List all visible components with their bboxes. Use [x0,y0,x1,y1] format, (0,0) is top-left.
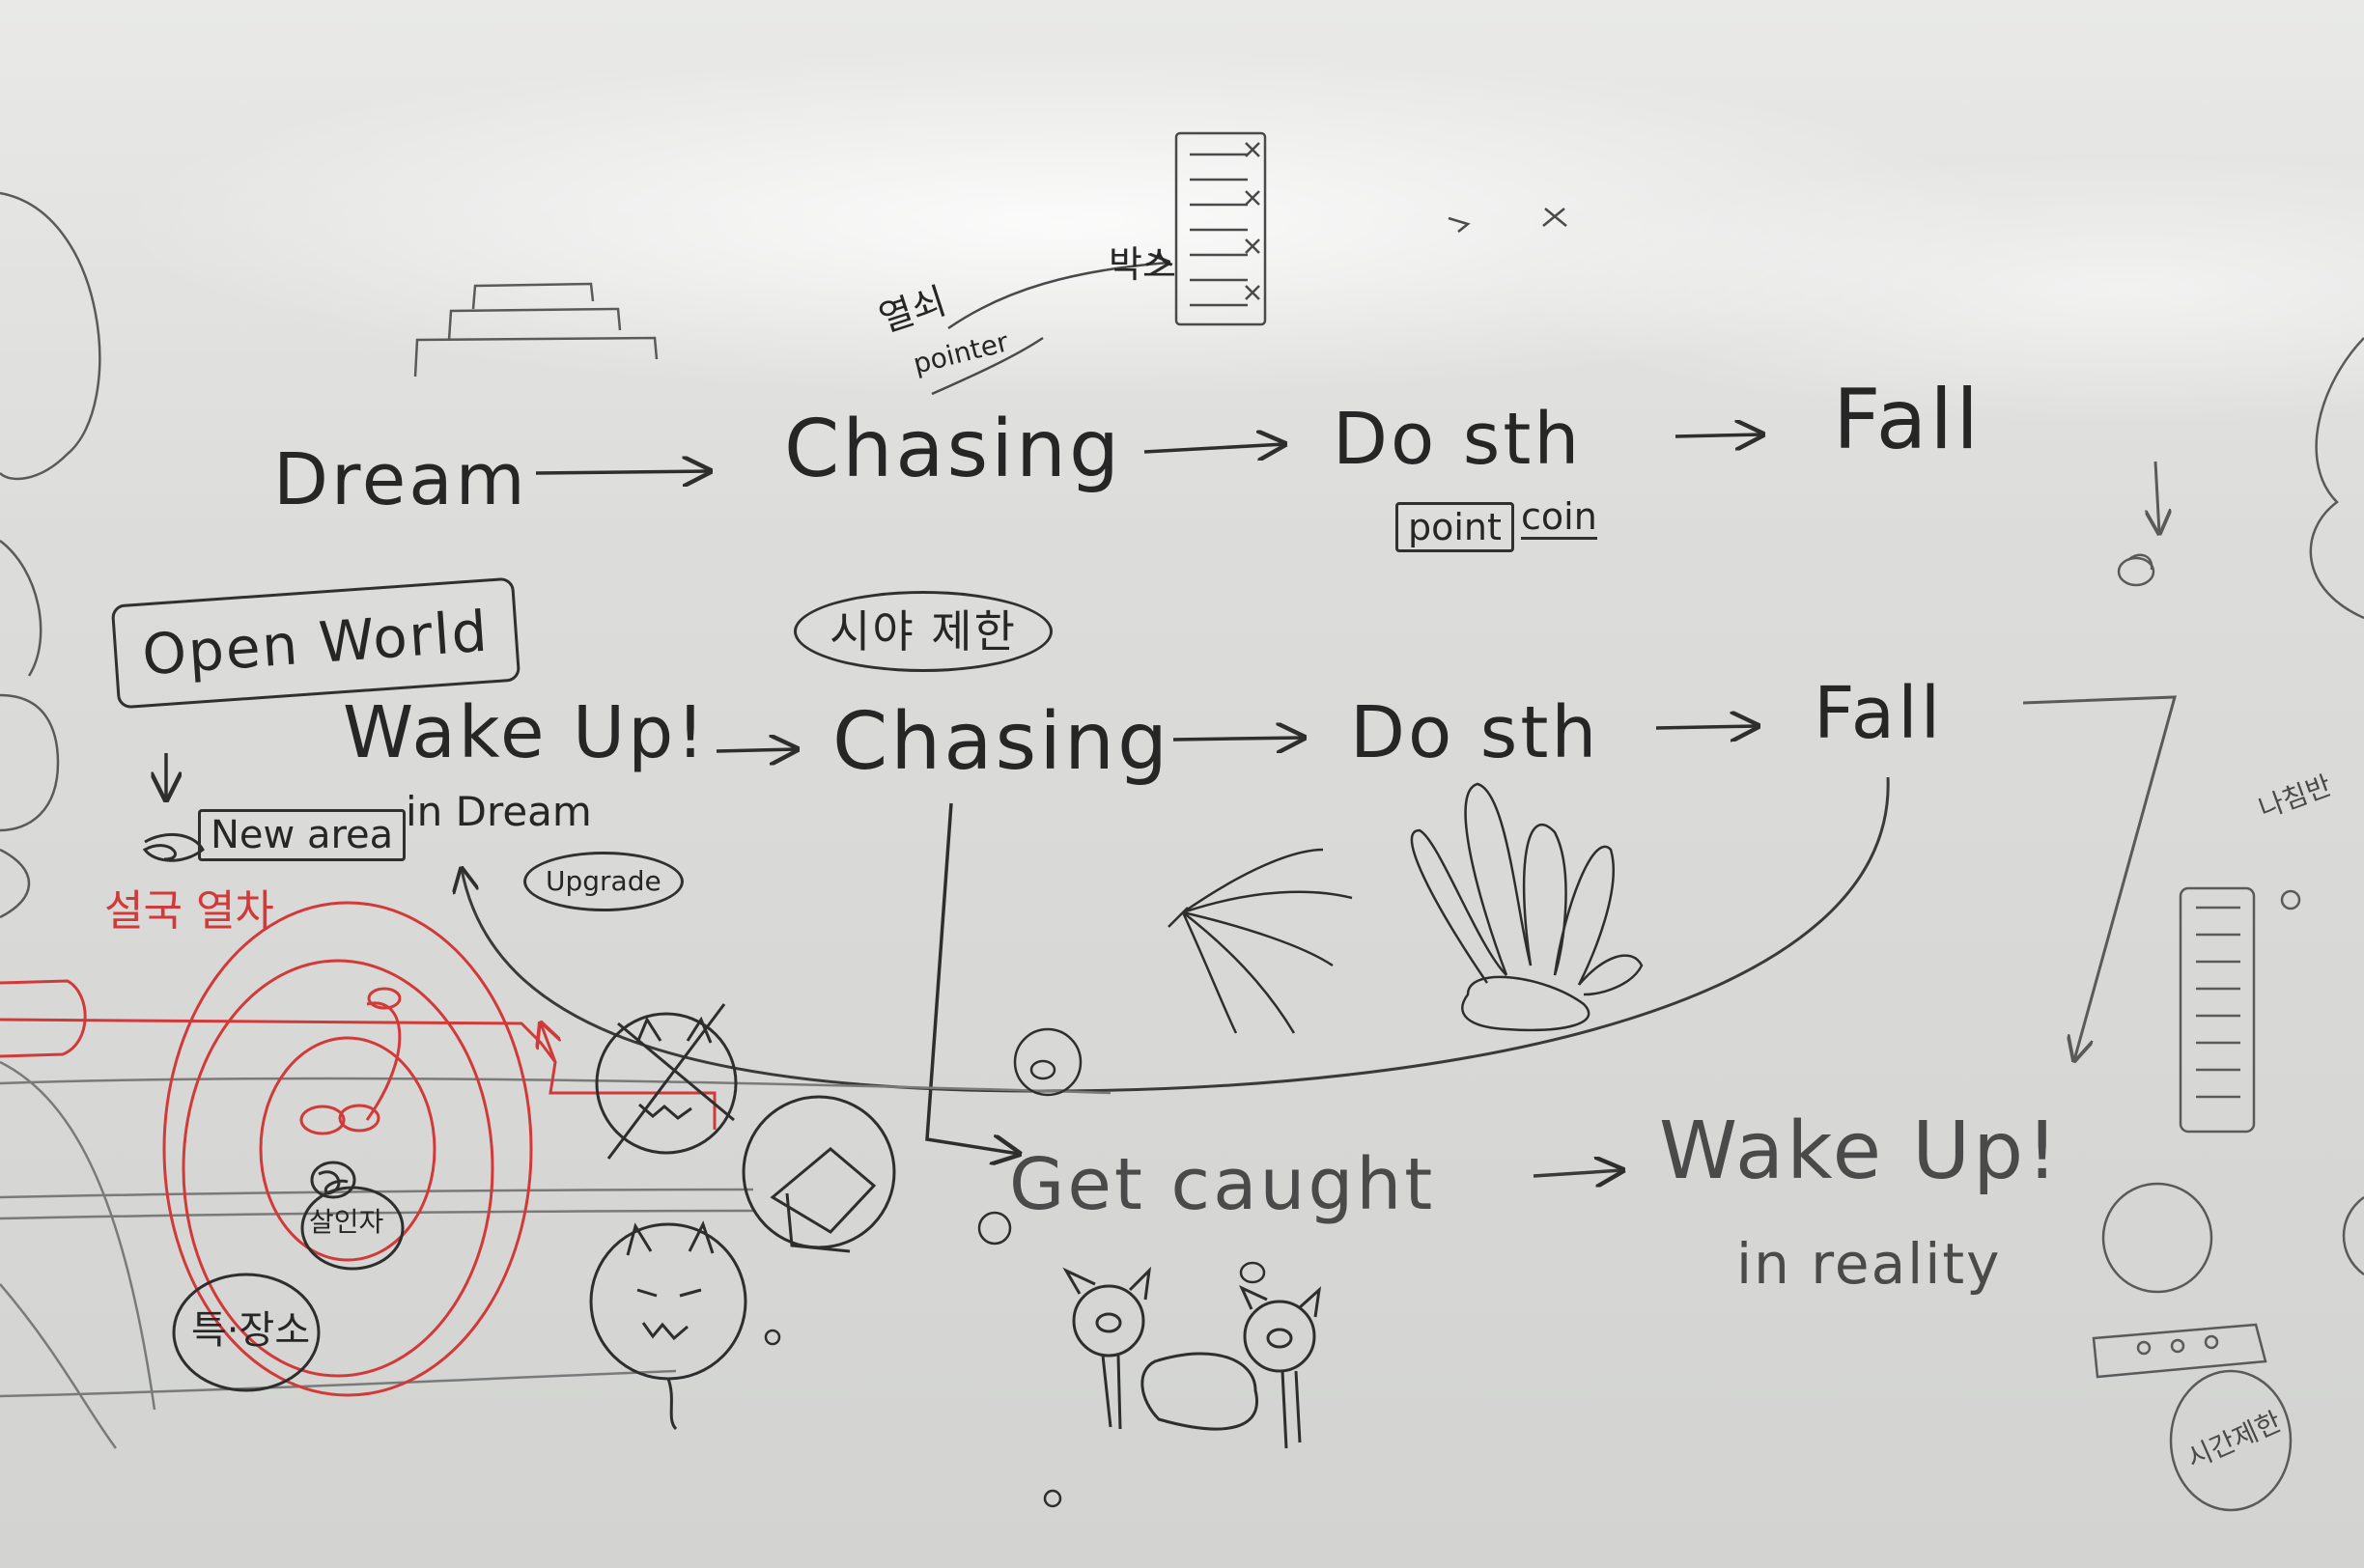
scribble-marks [142,832,405,1392]
in-dream-label: in Dream [406,788,592,835]
pig-characters [1062,1266,1322,1449]
flow-bottom-in-reality: in reality [1736,1231,2002,1297]
vision-limit-oval: 시야 제한 [794,591,1053,672]
middle-flow-arrows [166,726,1758,799]
flow-middle-fall: Fall [1814,672,1944,755]
flow-top-dream: Dream [273,438,528,521]
flow-top-chasing: Chasing [784,404,1123,495]
arrow-sth-fall [1674,434,1762,436]
coin-label: coin [1521,495,1597,540]
arrow-fall-right-down [2022,695,2177,1060]
circle-inner-label: 살인자 [309,1206,384,1238]
right-side-sketches [2092,337,2364,1512]
burst-sketch [1168,782,1644,1034]
arrow-chasing-do2 [1172,738,1304,740]
special-place-label: 특·장소 [191,1308,311,1353]
top-flow-arrows [535,434,1762,473]
arrow-small-down [2155,461,2159,533]
flow-bottom-wake-up: Wake Up! [1659,1106,2062,1197]
arrow-dream-chasing [535,471,710,473]
arrow-wake-chasing [716,749,797,751]
arrow-caught-wake [1533,1170,1622,1176]
point-box: point [1395,502,1514,552]
flow-middle-wake-up: Wake Up! [343,691,708,774]
curve-fall-back [462,776,1890,1093]
arrow-chasing-do [1143,444,1284,452]
stairs-sketch [413,282,659,378]
upgrade-oval: Upgrade [523,852,684,911]
red-sketches [0,901,717,1397]
new-area-box: New area [198,809,407,861]
monster-faces [589,1003,896,1431]
flow-middle-chasing: Chasing [832,696,1171,788]
flow-top-do-sth: Do sth [1333,398,1583,481]
arrow-chasing-caught [925,802,1019,1154]
flow-middle-do-sth: Do sth [1350,691,1600,774]
flow-top-fall: Fall [1833,372,1983,468]
flow-bottom-get-caught: Get caught [1009,1143,1436,1226]
left-edge-sketches [0,191,101,919]
box-ko-label: 박스 [1109,243,1176,286]
eye-sketch [764,1027,1266,1508]
arrow-sth-fall2 [1655,726,1758,728]
list-sketch [931,131,1567,396]
red-note: 설국 열차 [104,886,274,936]
